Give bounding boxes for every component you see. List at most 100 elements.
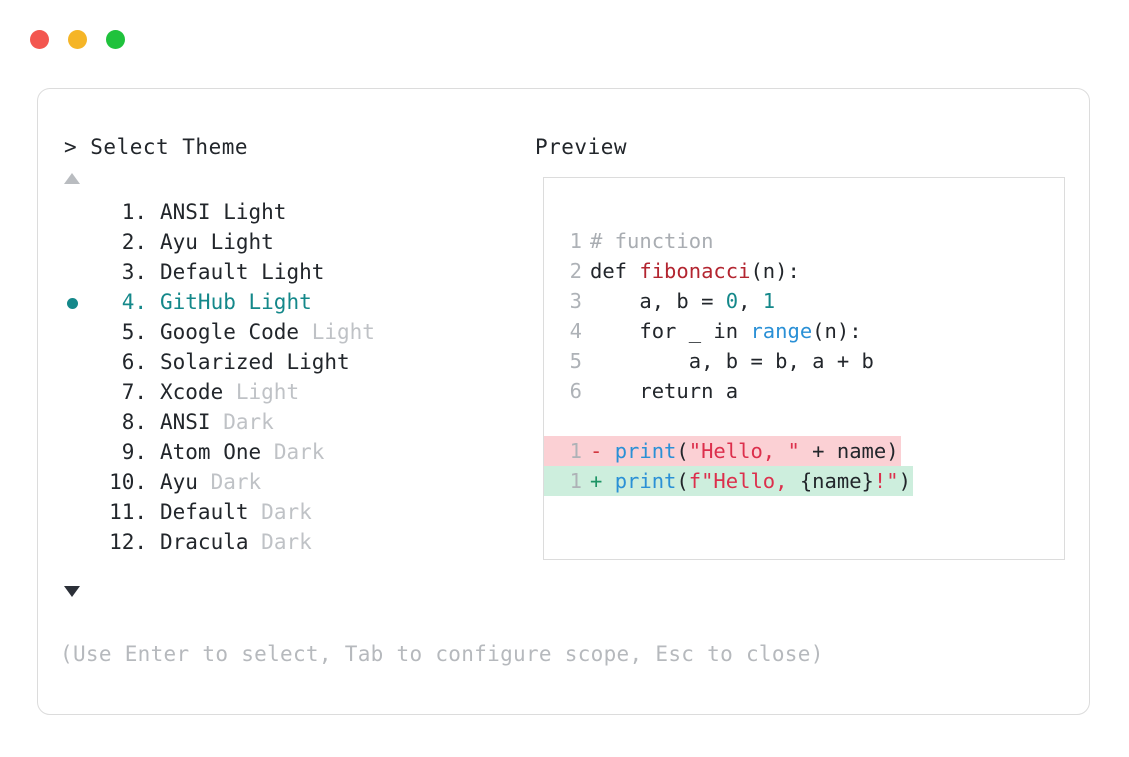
code-token: ): [898, 469, 911, 493]
code-line: 5 a, b = b, a + b: [544, 346, 1064, 376]
preview-heading: Preview: [535, 135, 628, 159]
code-token: "Hello, ": [688, 439, 800, 463]
theme-list-item[interactable]: 10.Ayu Dark: [64, 467, 494, 497]
code-token: def: [590, 259, 640, 283]
code-line: 4 for _ in range(n):: [544, 316, 1064, 346]
code-token: [602, 439, 614, 463]
diff-sign: +: [590, 469, 603, 493]
theme-item-name: Ayu: [160, 470, 198, 494]
code-token: (: [676, 439, 689, 463]
code-token: a, b =: [590, 289, 726, 313]
code-line: 6 return a: [544, 376, 1064, 406]
code-token: !": [873, 469, 899, 493]
theme-item-variant: Dark: [273, 440, 325, 464]
footer-hint: (Use Enter to select, Tab to configure s…: [60, 642, 824, 666]
theme-item-variant: Light: [261, 260, 325, 284]
code-token: return a: [590, 379, 739, 403]
code-token: 0: [725, 289, 739, 313]
theme-item-variant: Light: [311, 320, 375, 344]
theme-list-item[interactable]: 4. GitHub Light: [64, 287, 494, 317]
maximize-button[interactable]: [106, 30, 125, 49]
theme-item-name: Dracula: [160, 530, 249, 554]
code-token: 1: [762, 289, 776, 313]
theme-item-label: ANSI Light: [160, 197, 286, 227]
code-line-text: a, b = b, a + b: [582, 349, 874, 373]
theme-list-item[interactable]: 7.Xcode Light: [64, 377, 494, 407]
code-token: # function: [590, 229, 714, 253]
theme-item-index: 4.: [121, 290, 147, 314]
code-token: print: [614, 469, 677, 493]
code-token: range: [750, 319, 813, 343]
theme-item-variant: Dark: [261, 500, 312, 524]
code-token: {name}: [799, 469, 874, 493]
theme-list-item[interactable]: 11.Default Dark: [64, 497, 494, 527]
theme-item-index: 12.: [109, 530, 147, 554]
minimize-button[interactable]: [68, 30, 87, 49]
code-token: fibonacci: [639, 259, 751, 283]
theme-item-label: Dracula Dark: [160, 527, 312, 557]
theme-item-name: Google Code: [160, 320, 300, 344]
code-line: 3 a, b = 0, 1: [544, 286, 1064, 316]
diff-sign: -: [590, 439, 603, 463]
line-number: 1: [569, 469, 582, 493]
code-token: a, b = b, a + b: [590, 349, 874, 373]
theme-list-item[interactable]: 9.Atom One Dark: [64, 437, 494, 467]
theme-item-label: Ayu Light: [160, 227, 274, 257]
theme-item-variant: Dark: [261, 530, 312, 554]
theme-list-item[interactable]: 1. ANSI Light: [64, 197, 494, 227]
theme-item-label: GitHub Light: [160, 287, 312, 317]
theme-item-index: 1.: [121, 200, 147, 224]
theme-list-item[interactable]: 8. ANSI Dark: [64, 407, 494, 437]
theme-item-index: 3.: [121, 260, 147, 284]
diff-line-content: 1+ print(f"Hello, {name}!"): [544, 466, 913, 496]
theme-list-item[interactable]: 12. Dracula Dark: [64, 527, 494, 557]
theme-item-index: 2.: [121, 230, 147, 254]
line-number: 3: [569, 289, 582, 313]
close-button[interactable]: [30, 30, 49, 49]
scroll-down-icon[interactable]: [64, 586, 80, 597]
code-line: 1# function: [544, 226, 1064, 256]
theme-item-index: 7.: [121, 380, 147, 404]
theme-item-variant: Dark: [210, 470, 262, 494]
line-number: 1: [569, 439, 582, 463]
theme-item-name: GitHub: [160, 290, 236, 314]
code-token: [602, 469, 614, 493]
line-number: 4: [569, 319, 582, 343]
theme-item-name: Default: [160, 500, 249, 524]
theme-item-variant: Light: [223, 200, 287, 224]
theme-item-name: ANSI: [160, 200, 211, 224]
theme-item-label: Ayu Dark: [160, 467, 261, 497]
code-line-text: # function: [582, 229, 713, 253]
code-line-text: for _ in range(n):: [582, 319, 862, 343]
code-token: f"Hello,: [688, 469, 800, 493]
theme-list-item[interactable]: 3. Default Light: [64, 257, 494, 287]
scroll-up-icon[interactable]: [64, 173, 80, 184]
code-token: (n):: [750, 259, 800, 283]
theme-item-variant: Light: [286, 350, 350, 374]
theme-list-item[interactable]: 5.Google Code Light: [64, 317, 494, 347]
theme-item-label: Google Code Light: [160, 317, 375, 347]
theme-item-index: 8.: [121, 410, 147, 434]
line-number: 6: [569, 379, 582, 403]
theme-item-name: Solarized: [160, 350, 274, 374]
theme-item-label: ANSI Dark: [160, 407, 274, 437]
diff-line-add: 1+ print(f"Hello, {name}!"): [544, 466, 1064, 496]
theme-item-label: Default Light: [160, 257, 324, 287]
theme-item-name: Ayu: [160, 230, 198, 254]
theme-item-index: 6.: [121, 350, 147, 374]
window-controls: [30, 30, 125, 49]
code-spacer: [544, 406, 1064, 436]
theme-item-variant: Light: [248, 290, 312, 314]
line-number: 5: [569, 349, 582, 373]
theme-item-name: Default: [160, 260, 249, 284]
theme-item-variant: Light: [235, 380, 300, 404]
theme-item-name: Atom One: [160, 440, 262, 464]
theme-list-item[interactable]: 2. Ayu Light: [64, 227, 494, 257]
code-token: (n):: [812, 319, 862, 343]
theme-list-item[interactable]: 6. Solarized Light: [64, 347, 494, 377]
code-token: ,: [738, 289, 763, 313]
